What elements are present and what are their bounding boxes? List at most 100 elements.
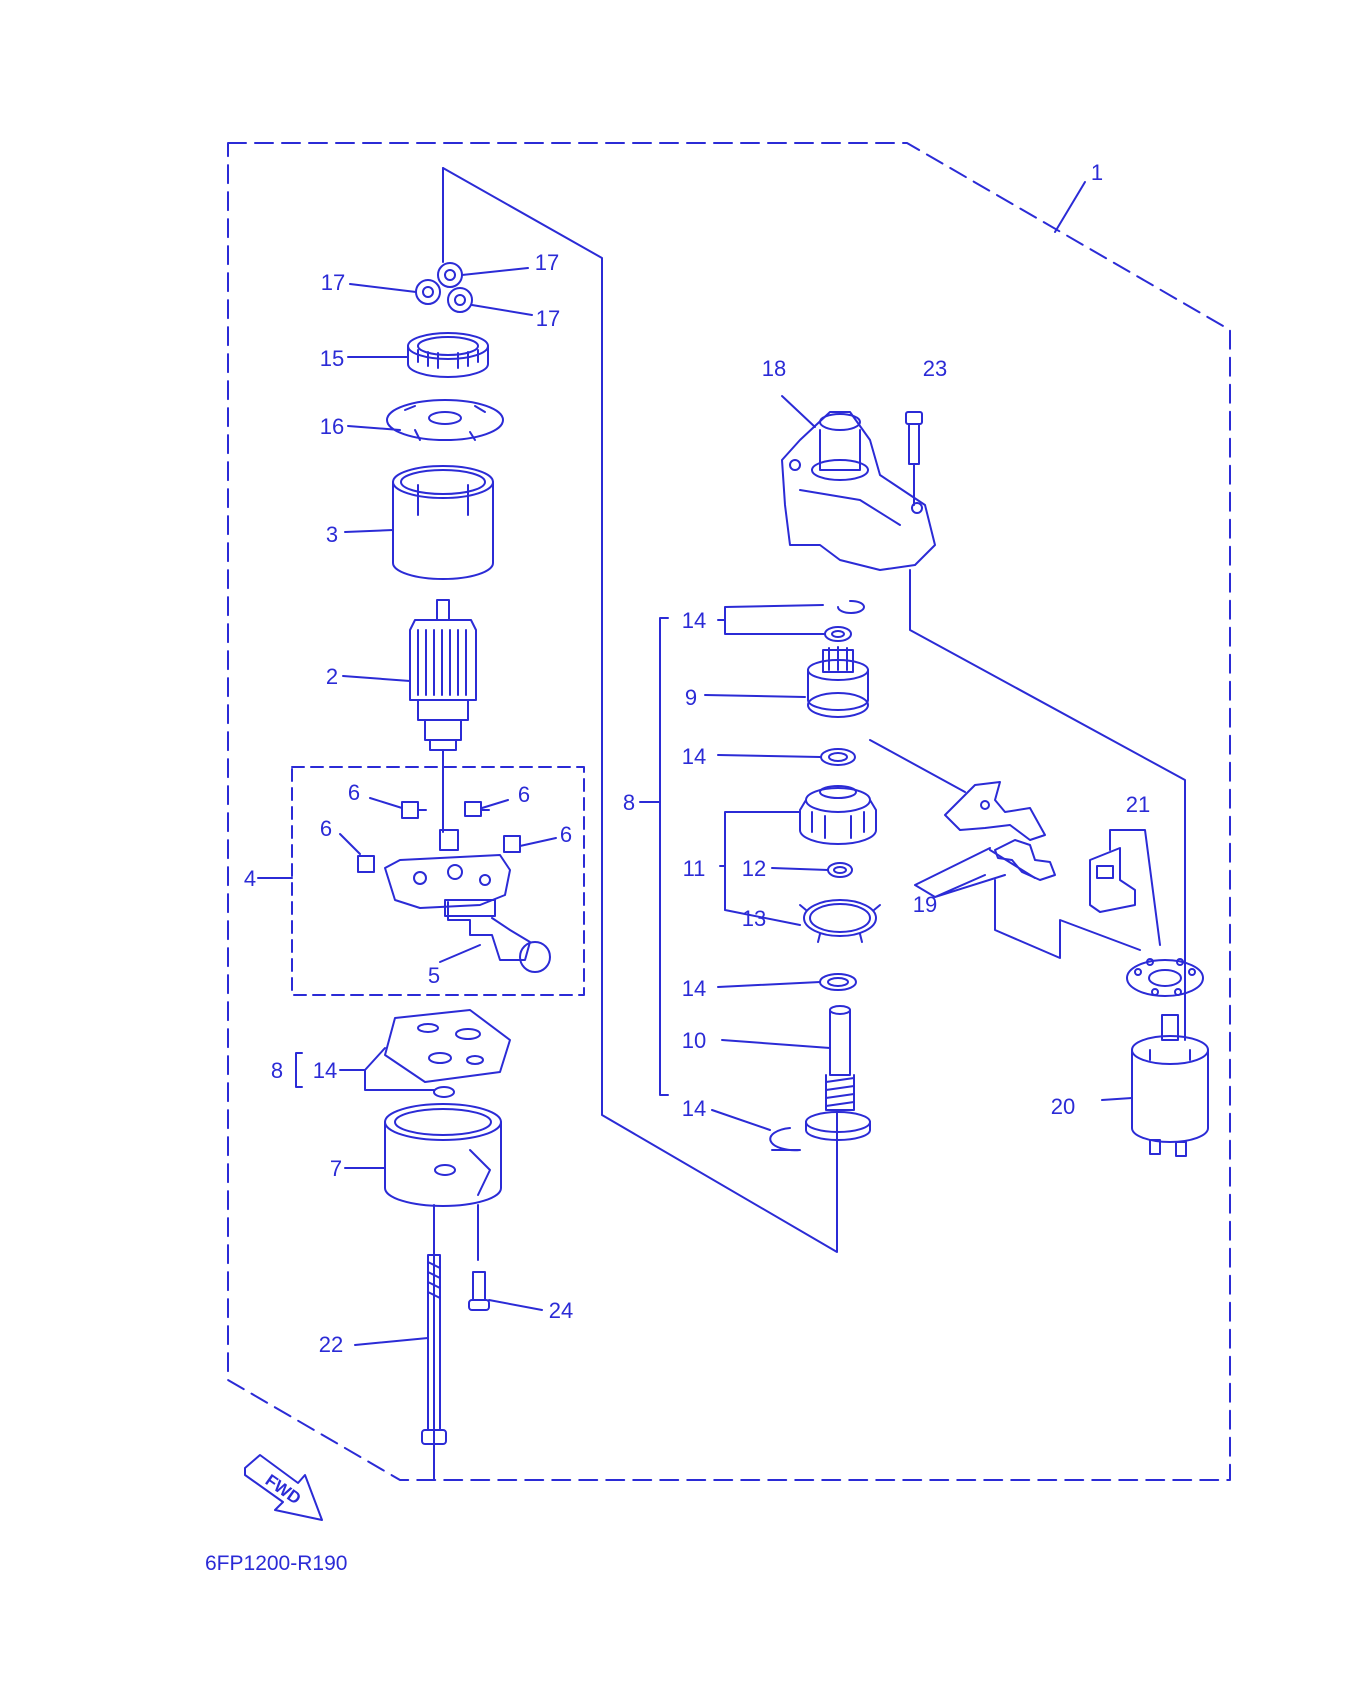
brush-holder-boundary: [291, 766, 585, 996]
callout-17b: 17: [321, 270, 345, 295]
callout-17c: 17: [536, 306, 560, 331]
leader-20: [1101, 1097, 1133, 1101]
brush-spring-3: [357, 855, 375, 873]
lever-step: [994, 879, 1141, 959]
callout-14-bottom: 14: [682, 1096, 706, 1121]
internal-ring-gear: [407, 332, 489, 378]
callout-12: 12: [742, 856, 766, 881]
callout-17a: 17: [535, 250, 559, 275]
armature-group-bracket: [442, 167, 838, 1253]
lever-spring: [994, 839, 1056, 881]
callout-4: 4: [244, 866, 256, 891]
planet-gear-left: [415, 279, 441, 305]
callout-21: 21: [1126, 792, 1150, 817]
bracket-8-right: [659, 617, 669, 1096]
callout-2: 2: [326, 664, 338, 689]
callout-7: 7: [330, 1156, 342, 1181]
callout-15: 15: [320, 346, 344, 371]
leader-9: [704, 694, 806, 698]
callout-8a: 8: [271, 1058, 283, 1083]
leader-6b: [481, 799, 509, 809]
leader-17a: [461, 267, 529, 276]
leader-21: [1109, 829, 1161, 946]
yoke: [392, 465, 494, 580]
leader-11: [719, 811, 801, 926]
leader-17c: [471, 304, 533, 316]
leader-14-lower: [717, 981, 821, 988]
washer-top: [824, 626, 852, 642]
callout-23: 23: [923, 356, 947, 381]
callout-14-top: 14: [682, 608, 706, 633]
circlip-top: [837, 599, 865, 614]
leader-14-bottom: [711, 1109, 771, 1131]
retaining-cover: [799, 899, 881, 943]
plunger: [1089, 847, 1136, 913]
leader-16: [347, 425, 401, 431]
leader-6a: [369, 797, 403, 809]
screw: [468, 1271, 490, 1311]
leader-6d: [519, 837, 557, 847]
washer-lower: [819, 973, 857, 991]
brush-lead: [444, 899, 551, 973]
callout-14-mid: 14: [682, 744, 706, 769]
callout-9: 9: [685, 685, 697, 710]
mounting-bolt: [905, 411, 923, 506]
leader-1: [1054, 181, 1086, 233]
callout-6b: 6: [518, 782, 530, 807]
brush-spring-2: [464, 801, 490, 817]
solenoid-gasket: [1126, 958, 1204, 997]
brush-holder: [384, 829, 511, 909]
leader-6c: [339, 833, 361, 855]
retainer-ring: [827, 862, 853, 878]
shift-lever: [944, 781, 1046, 841]
callout-13: 13: [742, 906, 766, 931]
leader-14-top: [717, 604, 825, 635]
callout-24: 24: [549, 1298, 573, 1323]
leader-12: [771, 867, 829, 871]
leader-17b: [349, 283, 417, 293]
leader-14-mid: [717, 754, 821, 758]
callout-1: 1: [1091, 160, 1103, 185]
plate: [386, 399, 504, 441]
solenoid-switch: [1131, 1014, 1209, 1157]
callout-14-lower: 14: [682, 976, 706, 1001]
brush-spring-4: [503, 835, 521, 853]
callout-14-left: 14: [313, 1058, 337, 1083]
clutch-assembly: [799, 785, 877, 845]
callout-22: 22: [319, 1332, 343, 1357]
gasket-plate: [384, 1009, 511, 1083]
through-bolt: [421, 1254, 447, 1445]
drive-group-bracket: [909, 569, 1186, 1041]
lever-link: [869, 739, 966, 793]
diagram-code: 6FP1200-R190: [205, 1552, 347, 1575]
leader-2: [342, 675, 411, 682]
callout-8b: 8: [623, 790, 635, 815]
leader-24: [488, 1299, 543, 1311]
rear-cover: [384, 1103, 502, 1481]
callout-5: 5: [428, 963, 440, 988]
washer-mid: [820, 748, 856, 766]
callout-3: 3: [326, 522, 338, 547]
leader-5: [439, 944, 481, 963]
bracket-8-left: [295, 1052, 303, 1088]
callout-10: 10: [682, 1028, 706, 1053]
callout-16: 16: [320, 414, 344, 439]
assembly-boundary: [227, 142, 1231, 1481]
leader-18: [781, 395, 816, 428]
callout-labels: 1 17 17 17 15 16 3 2 6 6 6 6 4 5 8 14 7 …: [244, 160, 1150, 1357]
leader-22: [354, 1337, 429, 1346]
callout-11: 11: [683, 856, 706, 881]
callout-6a: 6: [348, 780, 360, 805]
pinion-gear: [807, 646, 869, 718]
leader-3: [344, 529, 394, 533]
callout-18: 18: [762, 356, 786, 381]
planet-gear-right: [447, 287, 473, 313]
leader-10: [721, 1039, 831, 1049]
leader-14-left: [339, 1047, 435, 1091]
small-seal: [433, 1086, 455, 1098]
armature: [409, 599, 477, 833]
planet-gear-top: [437, 262, 463, 288]
e-clip: [769, 1127, 801, 1152]
callout-6c: 6: [320, 816, 332, 841]
